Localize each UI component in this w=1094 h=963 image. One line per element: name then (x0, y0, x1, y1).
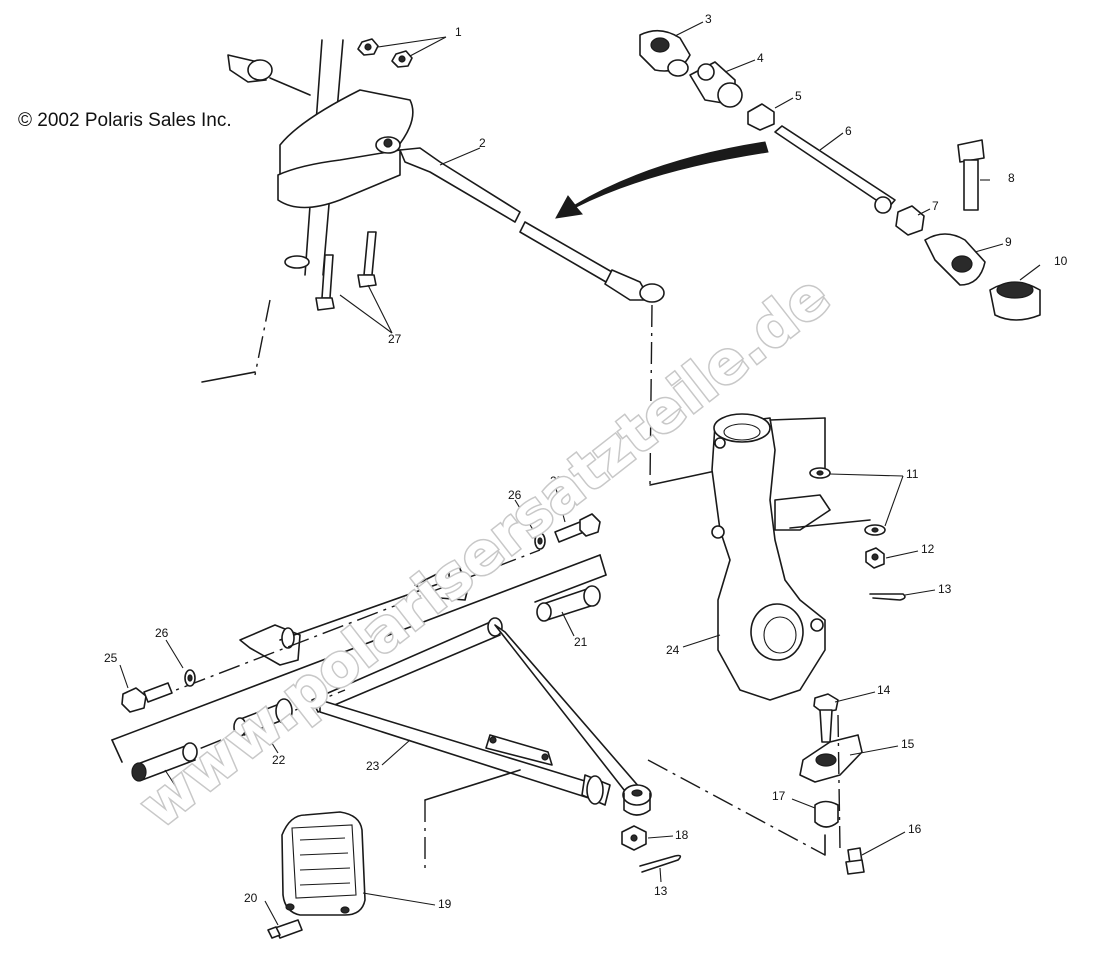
callout-21-upper: 21 (574, 635, 588, 649)
callout-20: 20 (244, 891, 258, 905)
nut-pair (357, 38, 413, 68)
callout-3: 3 (705, 12, 712, 26)
ball-joint-nut (621, 825, 682, 873)
callout-6: 6 (845, 124, 852, 138)
callout-26-left: 26 (155, 626, 169, 640)
spindle-hardware (809, 467, 906, 601)
direction-arrow (555, 141, 769, 219)
callout-12: 12 (921, 542, 935, 556)
callout-8: 8 (1008, 171, 1015, 185)
callout-26-right: 26 (508, 488, 522, 502)
steering-post-assembly (201, 39, 414, 383)
copyright-notice: © 2002 Polaris Sales Inc. (18, 110, 232, 131)
callout-22: 22 (272, 753, 286, 767)
callout-23: 23 (366, 759, 380, 773)
leader-lines (119, 21, 1041, 926)
callout-18: 18 (675, 828, 689, 842)
callout-10: 10 (1054, 254, 1068, 268)
callout-2: 2 (479, 136, 486, 150)
callout-25-right: 25 (550, 474, 564, 488)
mounting-bolts (315, 231, 377, 311)
callout-17: 17 (772, 789, 786, 803)
tie-rod (399, 147, 721, 486)
callout-11: 11 (906, 467, 919, 481)
callout-labels: 1 2 3 4 5 6 7 8 9 10 11 12 13 14 15 16 1… (104, 12, 1068, 911)
a-arm (311, 617, 826, 856)
a-arm-guard (267, 769, 521, 939)
pivot-bushings (131, 585, 601, 782)
callout-19: 19 (438, 897, 452, 911)
frame-rails (111, 549, 607, 777)
callout-5: 5 (795, 89, 802, 103)
spindle-assembly (711, 413, 871, 701)
callout-13-upper: 13 (938, 582, 952, 596)
callout-7: 7 (932, 199, 939, 213)
callout-1: 1 (455, 25, 462, 39)
callout-27: 27 (388, 332, 402, 346)
callout-24: 24 (666, 643, 680, 657)
callout-9: 9 (1005, 235, 1012, 249)
callout-14: 14 (877, 683, 891, 697)
callout-21-lower: 21 (180, 792, 194, 806)
a-arm-pivot-hardware (121, 513, 601, 713)
callout-16: 16 (908, 822, 922, 836)
callout-13-lower: 13 (654, 884, 668, 898)
callout-4: 4 (757, 51, 764, 65)
callout-15: 15 (901, 737, 915, 751)
callout-25-left: 25 (104, 651, 118, 665)
tie-rod-components (639, 29, 1041, 321)
ball-joint-assembly (799, 693, 865, 875)
